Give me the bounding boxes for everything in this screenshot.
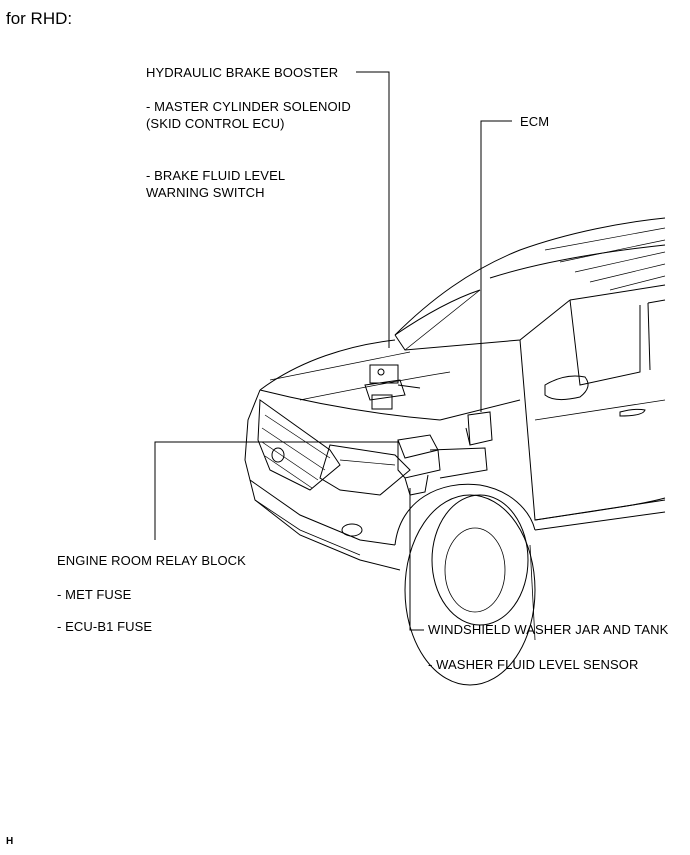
- relay-leader: [154, 441, 398, 540]
- footer-mark: H: [6, 836, 14, 847]
- ecm-unit: [465, 411, 493, 446]
- brake-booster-unit: [364, 364, 421, 410]
- vehicle-body-outline: [244, 217, 666, 686]
- booster-leader: [356, 71, 390, 348]
- label-hydraulic-brake-booster: HYDRAULIC BRAKE BOOSTER: [146, 65, 339, 80]
- leader-lines: [154, 71, 512, 631]
- label-met-fuse: - MET FUSE: [57, 587, 132, 602]
- relay-block-unit: [397, 434, 488, 496]
- label-ecm: ECM: [520, 114, 550, 129]
- label-ecu-b1-fuse: - ECU-B1 FUSE: [57, 619, 153, 634]
- label-engine-room-relay-block: ENGINE ROOM RELAY BLOCK: [57, 553, 246, 568]
- label-brake-fluid-level: - BRAKE FLUID LEVEL: [146, 168, 286, 183]
- label-windshield-washer-jar: WINDSHIELD WASHER JAR AND TANK: [428, 622, 669, 637]
- page-title: for RHD:: [6, 9, 73, 28]
- label-master-cylinder-solenoid: - MASTER CYLINDER SOLENOID: [146, 99, 351, 114]
- label-washer-fluid-level-sensor: - WASHER FLUID LEVEL SENSOR: [428, 657, 639, 672]
- label-skid-control-ecu: (SKID CONTROL ECU): [146, 116, 285, 131]
- label-warning-switch: WARNING SWITCH: [146, 185, 265, 200]
- ecm-leader: [480, 120, 512, 412]
- washer-leader: [409, 488, 424, 631]
